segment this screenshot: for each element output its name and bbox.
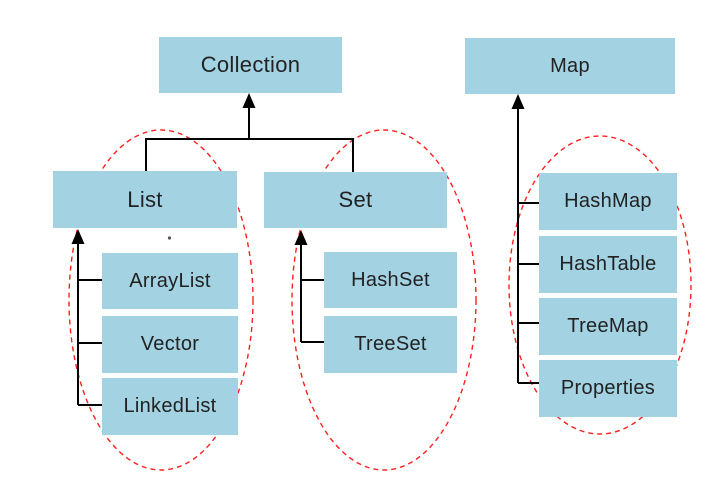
map-arrowhead-icon (511, 94, 525, 109)
node-hashtable: HashTable (539, 236, 677, 293)
node-arraylist: ArrayList (102, 253, 238, 309)
node-linkedlist: LinkedList (102, 378, 238, 435)
collection-children-connector (145, 138, 354, 172)
stray-dot (167, 236, 172, 240)
node-set: Set (264, 172, 447, 228)
node-list: List (53, 171, 237, 228)
node-properties: Properties (539, 360, 677, 417)
node-hashmap: HashMap (539, 173, 677, 230)
node-map: Map (465, 38, 675, 94)
node-treemap: TreeMap (539, 298, 677, 355)
arrowheads (71, 93, 525, 245)
map-group-ellipse (508, 135, 692, 435)
node-collection: Collection (159, 37, 342, 93)
group-ellipses (68, 129, 692, 471)
collection-arrowhead-icon (242, 93, 256, 108)
set-group-ellipse (291, 129, 477, 471)
node-vector: Vector (102, 316, 238, 373)
list-group-ellipse (68, 129, 254, 471)
node-hashset: HashSet (324, 252, 457, 308)
connector-lines (77, 106, 539, 406)
node-treeset: TreeSet (324, 316, 457, 373)
list-arrowhead-icon (71, 229, 85, 244)
set-arrowhead-icon (294, 230, 308, 245)
